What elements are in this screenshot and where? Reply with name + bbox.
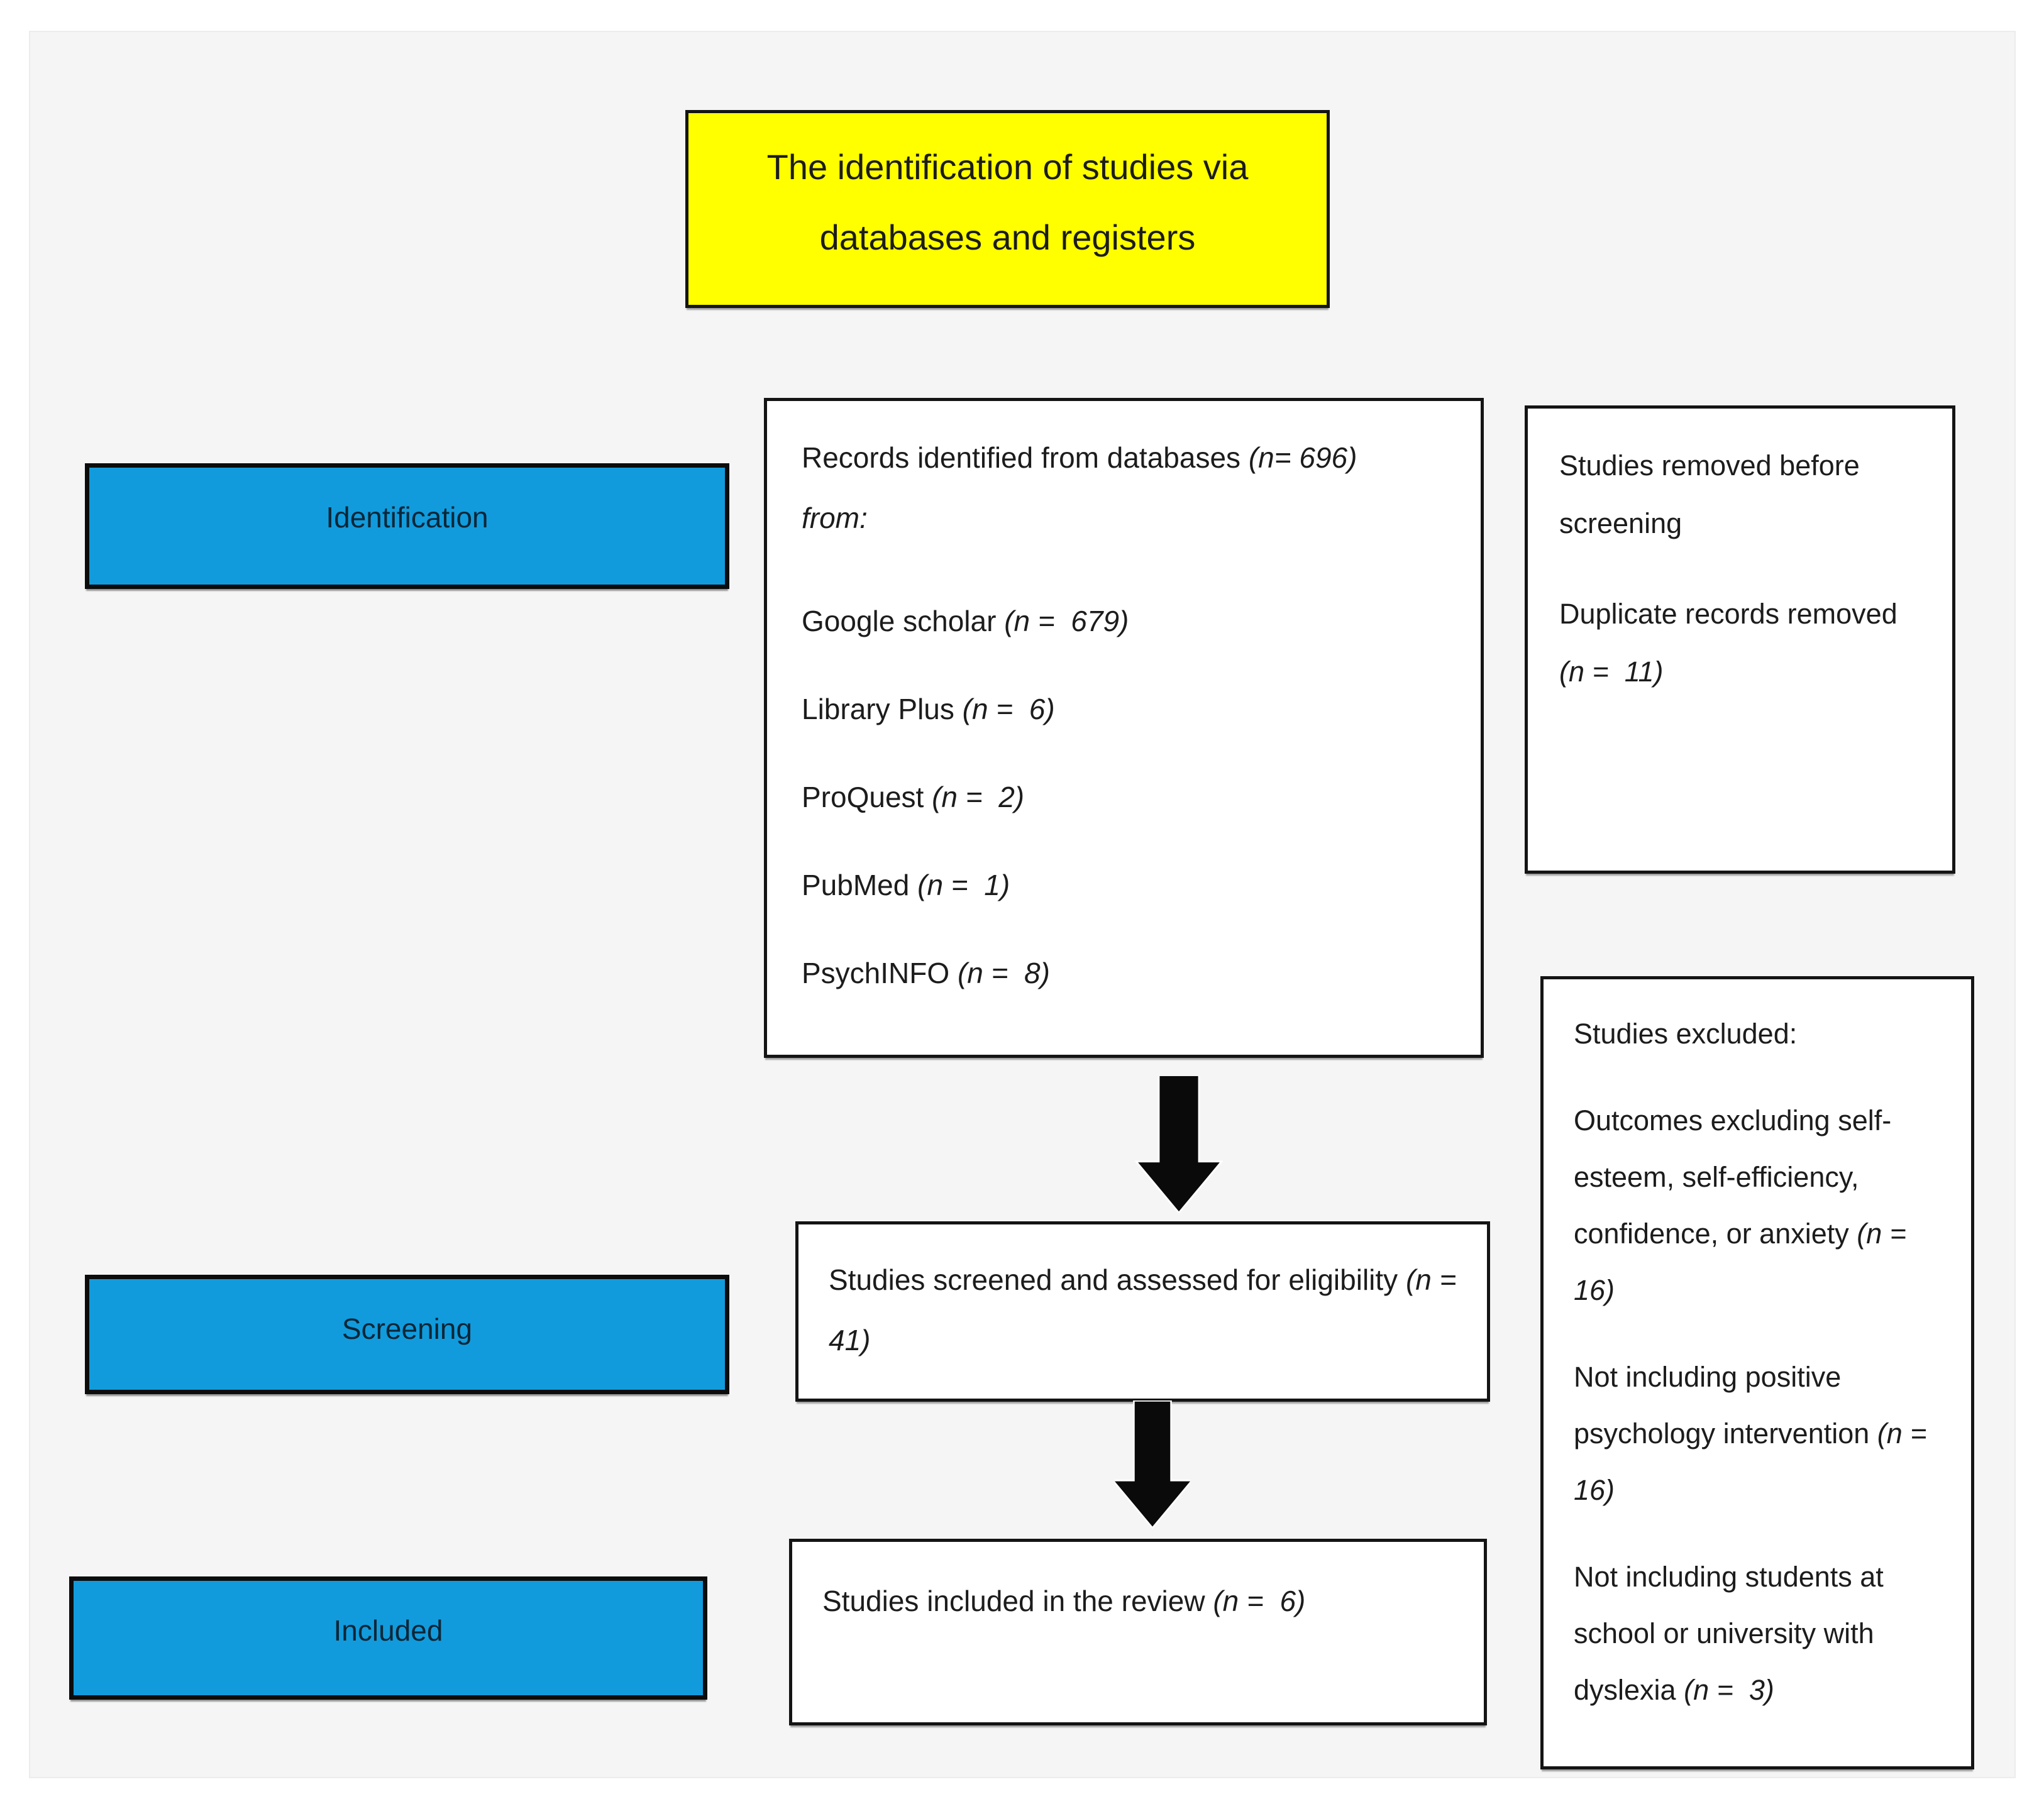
stage-label-included: Included [69,1576,707,1700]
stage-label-identification: Identification [85,463,729,589]
removed-title: Studies removed before screening [1559,449,1860,539]
records-from: from: [802,502,868,534]
removed-before-screening-box: Studies removed before screening Duplica… [1525,405,1955,874]
title-line-1: The identification of studies via [766,147,1249,187]
stage-label-screening: Screening [85,1275,729,1394]
studies-included-box: Studies included in the review (n = 6) [789,1539,1487,1725]
studies-screened-box: Studies screened and assessed for eligib… [795,1221,1490,1402]
down-arrow-icon [1134,1074,1224,1216]
records-intro: Records identified from databases (n= 69… [802,441,1357,534]
source-proquest: ProQuest (n = 2) [802,781,1025,813]
studies-excluded-box: Studies excluded: Outcomes excluding sel… [1540,976,1974,1769]
source-google-scholar: Google scholar (n = 679) [802,605,1129,637]
title-line-2: databases and registers [819,217,1196,257]
source-library-plus: Library Plus (n = 6) [802,693,1055,725]
stage-label-text: Included [333,1614,443,1647]
stage-label-text: Screening [341,1312,473,1345]
excluded-reason-outcomes: Outcomes excluding self-esteem, self-eff… [1574,1104,1923,1306]
records-identified-box: Records identified from databases (n= 69… [764,398,1484,1058]
excluded-title: Studies excluded: [1574,1018,1798,1050]
included-text: Studies included in the review (n = 6) [822,1585,1306,1617]
excluded-reason-no-ppi: Not including positive psychology interv… [1574,1361,1943,1506]
down-arrow-icon [1111,1400,1194,1532]
source-pubmed: PubMed (n = 1) [802,869,1010,901]
duplicates-removed: Duplicate records removed (n = 11) [1559,598,1906,688]
screened-text: Studies screened and assessed for eligib… [829,1263,1473,1356]
excluded-reason-no-students: Not including students at school or univ… [1574,1561,1892,1706]
title-box: The identification of studies via databa… [685,110,1330,308]
source-psychinfo: PsychINFO (n = 8) [802,957,1050,989]
stage-label-text: Identification [326,501,489,534]
